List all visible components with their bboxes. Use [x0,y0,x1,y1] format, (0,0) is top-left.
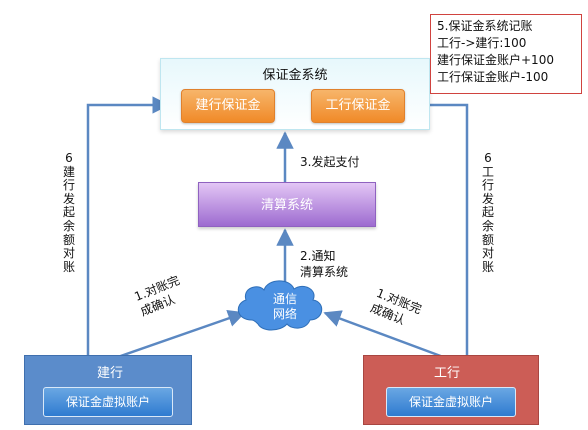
icbc-bank-name: 工行 [434,366,461,381]
network-label-line2: 网络 [272,307,297,321]
arrow-ccb-to-network [114,309,246,360]
vert-char: 对 [481,246,494,261]
vert-char: 工 [481,164,494,179]
vert-char: 额 [62,232,75,247]
vert-char: 起 [62,205,75,220]
step-notify-line1: 2.通知 [300,249,336,263]
ccb-virtual-account: 保证金虚拟账户 [43,387,173,417]
deposit-system-title: 保证金系统 [262,68,328,83]
clearing-system-box: 清算系统 [198,182,376,227]
ccb-bank-name: 建行 [97,366,124,381]
vert-char: 对 [62,246,75,261]
vert-char: 账 [481,259,494,274]
note-line: 工行->建行:100 [437,36,527,50]
note-line: 5.保证金系统记账 [437,19,533,33]
vert-char: 建 [62,164,75,179]
ccb-bank-box: 建行 保证金虚拟账户 [24,355,192,425]
vert-char: 余 [481,218,494,233]
vert-char: 起 [481,205,494,220]
vert-char: 发 [481,191,494,206]
note-line: 建行保证金账户+100 [437,53,554,67]
vert-char: 发 [62,191,75,206]
network-label: 通信 网络 [264,292,306,322]
network-cloud-icon [237,280,323,331]
arrow-icbc-to-deposit [401,96,469,372]
step-ccb-balance-check: 6 建 行 发 起 余 额 对 账 [62,151,76,274]
icbc-deposit-node: 工行保证金 [311,89,405,123]
ccb-deposit-node: 建行保证金 [181,89,275,123]
icbc-virtual-account: 保证金虚拟账户 [386,387,516,417]
arrow-ccb-to-deposit [86,96,170,372]
vert-char: 行 [62,178,75,193]
arrow-icbc-to-network [323,310,447,360]
network-label-line1: 通信 [272,292,297,306]
vert-char: 额 [481,232,494,247]
deposit-system-box: 保证金系统 建行保证金 工行保证金 [160,58,430,130]
vert-char: 6 [484,151,492,165]
vert-char: 账 [62,259,75,274]
accounting-note: 5.保证金系统记账 工行->建行:100 建行保证金账户+100 工行保证金账户… [430,14,582,94]
vert-char: 余 [62,218,75,233]
icbc-bank-box: 工行 保证金虚拟账户 [363,355,539,425]
step-initiate-payment: 3.发起支付 [300,155,360,169]
step-icbc-balance-check: 6 工 行 发 起 余 额 对 账 [481,151,495,274]
note-line: 工行保证金账户-100 [437,70,549,84]
vert-char: 行 [481,178,494,193]
step-notify-line2: 清算系统 [300,265,349,279]
vert-char: 6 [65,151,73,165]
